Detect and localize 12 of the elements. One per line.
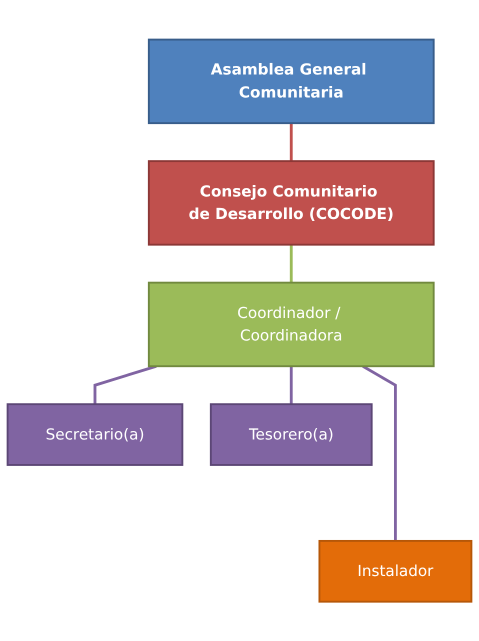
node-box [148,282,435,368]
node-box [318,540,472,602]
connector [290,123,293,161]
connector [290,244,293,283]
node-box [210,403,373,466]
connector [362,364,397,541]
org-chart: Asamblea General Comunitaria Consejo Comunitario de Desarrollo (COCODE) Coordinador / Coordinadora Secretario(a) Tesorero(a) Instalador [0,32,479,610]
node-box [6,403,184,466]
node-box [148,38,435,124]
node-box [148,160,435,246]
connector [290,366,293,404]
connector [94,364,157,404]
